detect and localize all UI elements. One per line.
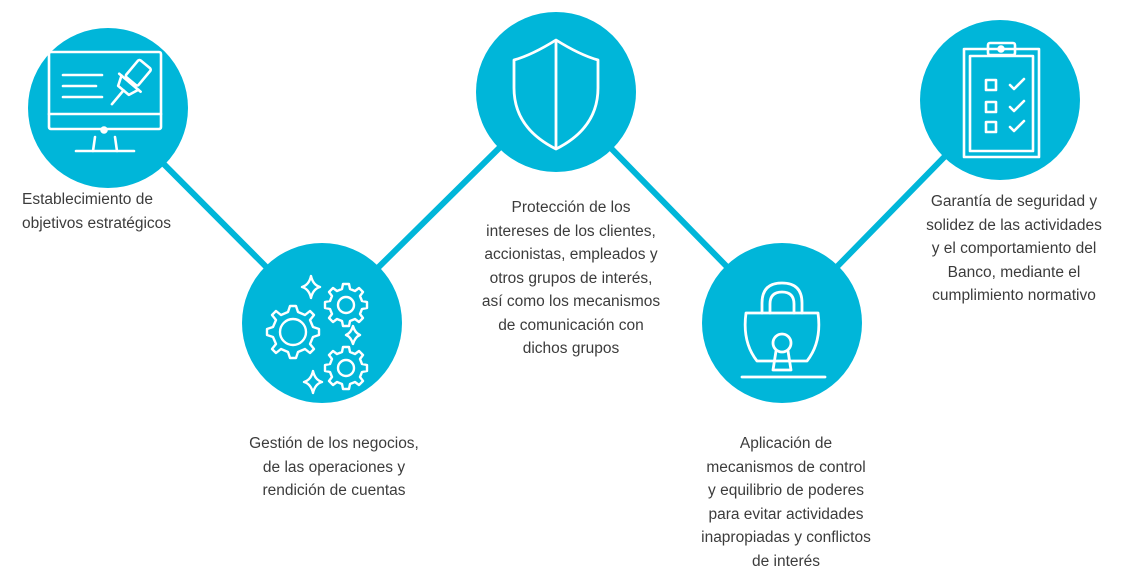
step-5-label-line: y el comportamiento del: [931, 240, 1097, 257]
step-3-label-line: así como los mecanismos: [481, 293, 661, 310]
step-3-node: [476, 12, 636, 172]
step-4-label-line: para evitar actividades: [708, 505, 864, 523]
step-3-label: Protección de los intereses de los clien…: [436, 196, 706, 361]
step-4-label-line: y equilibrio de poderes: [708, 482, 864, 499]
step-1-label-line: objetivos estratégicos: [22, 214, 172, 232]
step-4-label-line: Aplicación de: [739, 435, 833, 452]
shield-icon: [512, 38, 600, 151]
step-2-label-line: de las operaciones y: [262, 458, 406, 476]
step-2-label-line: Gestión de los negocios,: [249, 435, 419, 452]
step-4-label-line: de interés: [751, 552, 821, 570]
step-3-label-line: otros grupos de interés,: [489, 269, 653, 287]
clipboard-checklist-icon: [962, 41, 1041, 159]
step-1-label: Establecimiento de objetivos estratégico…: [22, 188, 171, 235]
step-2-label-line: rendición de cuentas: [262, 482, 406, 499]
step-4-node: [702, 243, 862, 403]
step-5-label-line: solidez de las actividades: [926, 216, 1102, 234]
step-2-label: Gestión de los negocios, de las operacio…: [218, 432, 450, 503]
step-5-label-line: Garantía de seguridad y: [930, 193, 1098, 210]
step-1-label-line: Establecimiento de: [22, 191, 153, 208]
step-4-label: Aplicación de mecanismos de control y eq…: [668, 432, 904, 573]
step-3-label-line: intereses de los clientes,: [486, 222, 656, 240]
step-3-label-line: accionistas, empleados y: [484, 246, 658, 263]
step-4-label-line: mecanismos de control: [706, 458, 866, 476]
padlock-icon: [740, 281, 827, 379]
step-5-label-line: cumplimiento normativo: [932, 287, 1096, 304]
step-5-node: [920, 20, 1080, 180]
monitor-pushpin-icon: [47, 50, 163, 153]
step-3-label-line: de comunicación con: [498, 316, 644, 334]
step-1-node: [28, 28, 188, 188]
step-3-label-line: Protección de los: [511, 199, 631, 216]
step-5-label: Garantía de seguridad y solidez de las a…: [905, 190, 1123, 308]
step-4-label-line: inapropiadas y conflictos: [701, 529, 871, 546]
gears-sparkles-icon: [265, 274, 369, 395]
step-2-node: [242, 243, 402, 403]
step-3-label-line: dichos grupos: [522, 340, 620, 357]
step-5-label-line: Banco, mediante el: [947, 263, 1081, 281]
